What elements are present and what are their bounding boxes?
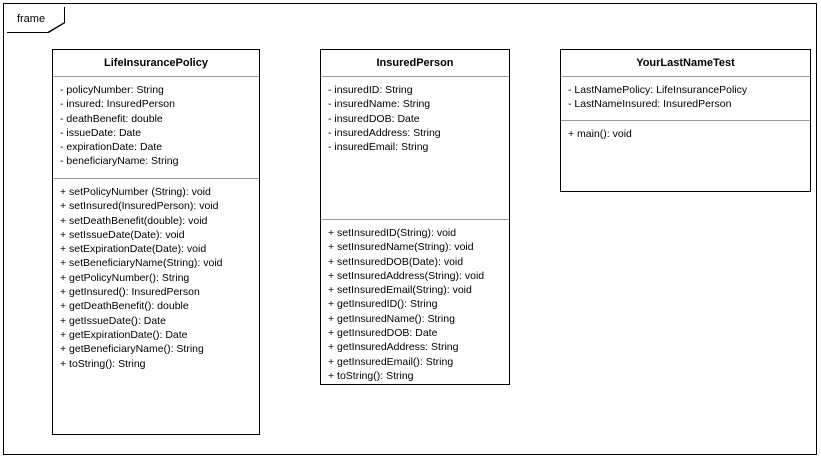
method-row: + getExpirationDate(): Date: [60, 328, 188, 341]
method-row: + getInsured(): InsuredPerson: [60, 286, 200, 299]
attribute-row: - expirationDate: Date: [60, 141, 163, 154]
method-row: + setIssueDate(Date): void: [60, 228, 185, 241]
method-row: + getBeneficiaryName(): String: [60, 343, 204, 356]
methods-compartment-life-insurance-policy: + setPolicyNumber (String): void + setIn…: [53, 178, 259, 375]
attributes-compartment-your-last-name-test: - LastNamePolicy: LifeInsurancePolicy - …: [561, 77, 810, 120]
attribute-row: - policyNumber: String: [60, 84, 164, 96]
method-row: + setInsuredName(String): void: [328, 241, 474, 254]
methods-compartment-your-last-name-test: + main(): void: [561, 120, 810, 145]
method-row: + toString(): String: [328, 369, 414, 382]
method-row: + getDeathBenefit(): double: [60, 300, 189, 313]
method-row: + setBeneficiaryName(String): void: [60, 257, 223, 270]
method-row: + setInsuredID(String): void: [328, 227, 457, 239]
attribute-row: - issueDate: Date: [60, 126, 142, 139]
uml-class-life-insurance-policy[interactable]: LifeInsurancePolicy - policyNumber: Stri…: [52, 49, 260, 435]
method-row: + main(): void: [568, 128, 632, 140]
attribute-row: - insuredName: String: [328, 98, 431, 111]
method-row: + setInsuredEmail(String): void: [328, 284, 472, 297]
method-row: + setInsuredAddress(String): void: [328, 269, 485, 282]
method-row: + toString(): String: [60, 357, 146, 370]
method-row: + setInsuredDOB(Date): void: [328, 255, 464, 268]
method-row: + getInsuredID(): String: [328, 298, 438, 311]
methods-compartment-insured-person: + setInsuredID(String): void + setInsure…: [321, 219, 509, 387]
uml-class-your-last-name-test[interactable]: YourLastNameTest - LastNamePolicy: LifeI…: [560, 49, 811, 192]
attributes-compartment-insured-person: - insuredID: String - insuredName: Strin…: [321, 77, 509, 219]
class-name-insured-person: InsuredPerson: [321, 50, 509, 77]
attribute-row: - insuredDOB: Date: [328, 112, 420, 125]
method-row: + setPolicyNumber (String): void: [60, 186, 211, 198]
method-row: + getIssueDate(): Date: [60, 314, 166, 327]
attribute-row: - insuredID: String: [328, 84, 413, 96]
class-name-your-last-name-test: YourLastNameTest: [561, 50, 810, 77]
method-row: + setExpirationDate(Date): void: [60, 243, 207, 256]
attribute-row: - insuredEmail: String: [328, 141, 429, 154]
attribute-row: - insuredAddress: String: [328, 126, 441, 139]
frame-tab-fill: [7, 7, 64, 32]
uml-class-insured-person[interactable]: InsuredPerson - insuredID: String - insu…: [320, 49, 510, 385]
attribute-row: - beneficiaryName: String: [60, 155, 179, 168]
frame-tab-label: frame: [16, 13, 46, 25]
method-row: + setDeathBenefit(double): void: [60, 214, 208, 227]
attribute-row: - insured: InsuredPerson: [60, 98, 175, 111]
method-row: + getPolicyNumber(): String: [60, 271, 190, 284]
attribute-row: - LastNamePolicy: LifeInsurancePolicy: [568, 84, 748, 96]
attribute-row: - deathBenefit: double: [60, 112, 163, 125]
method-row: + getInsuredDOB: Date: [328, 327, 438, 340]
method-row: + getInsuredName(): String: [328, 312, 455, 325]
class-name-life-insurance-policy: LifeInsurancePolicy: [53, 50, 259, 77]
attributes-compartment-life-insurance-policy: - policyNumber: String - insured: Insure…: [53, 77, 259, 178]
uml-diagram-frame: frame LifeInsurancePolicy - policyNumber…: [3, 3, 817, 455]
attribute-row: - LastNameInsured: InsuredPerson: [568, 98, 732, 111]
method-row: + getInsuredEmail(): String: [328, 355, 454, 368]
frame-tab: frame: [7, 7, 65, 33]
method-row: + setInsured(InsuredPerson): void: [60, 200, 219, 213]
method-row: + getInsuredAddress: String: [328, 341, 459, 354]
